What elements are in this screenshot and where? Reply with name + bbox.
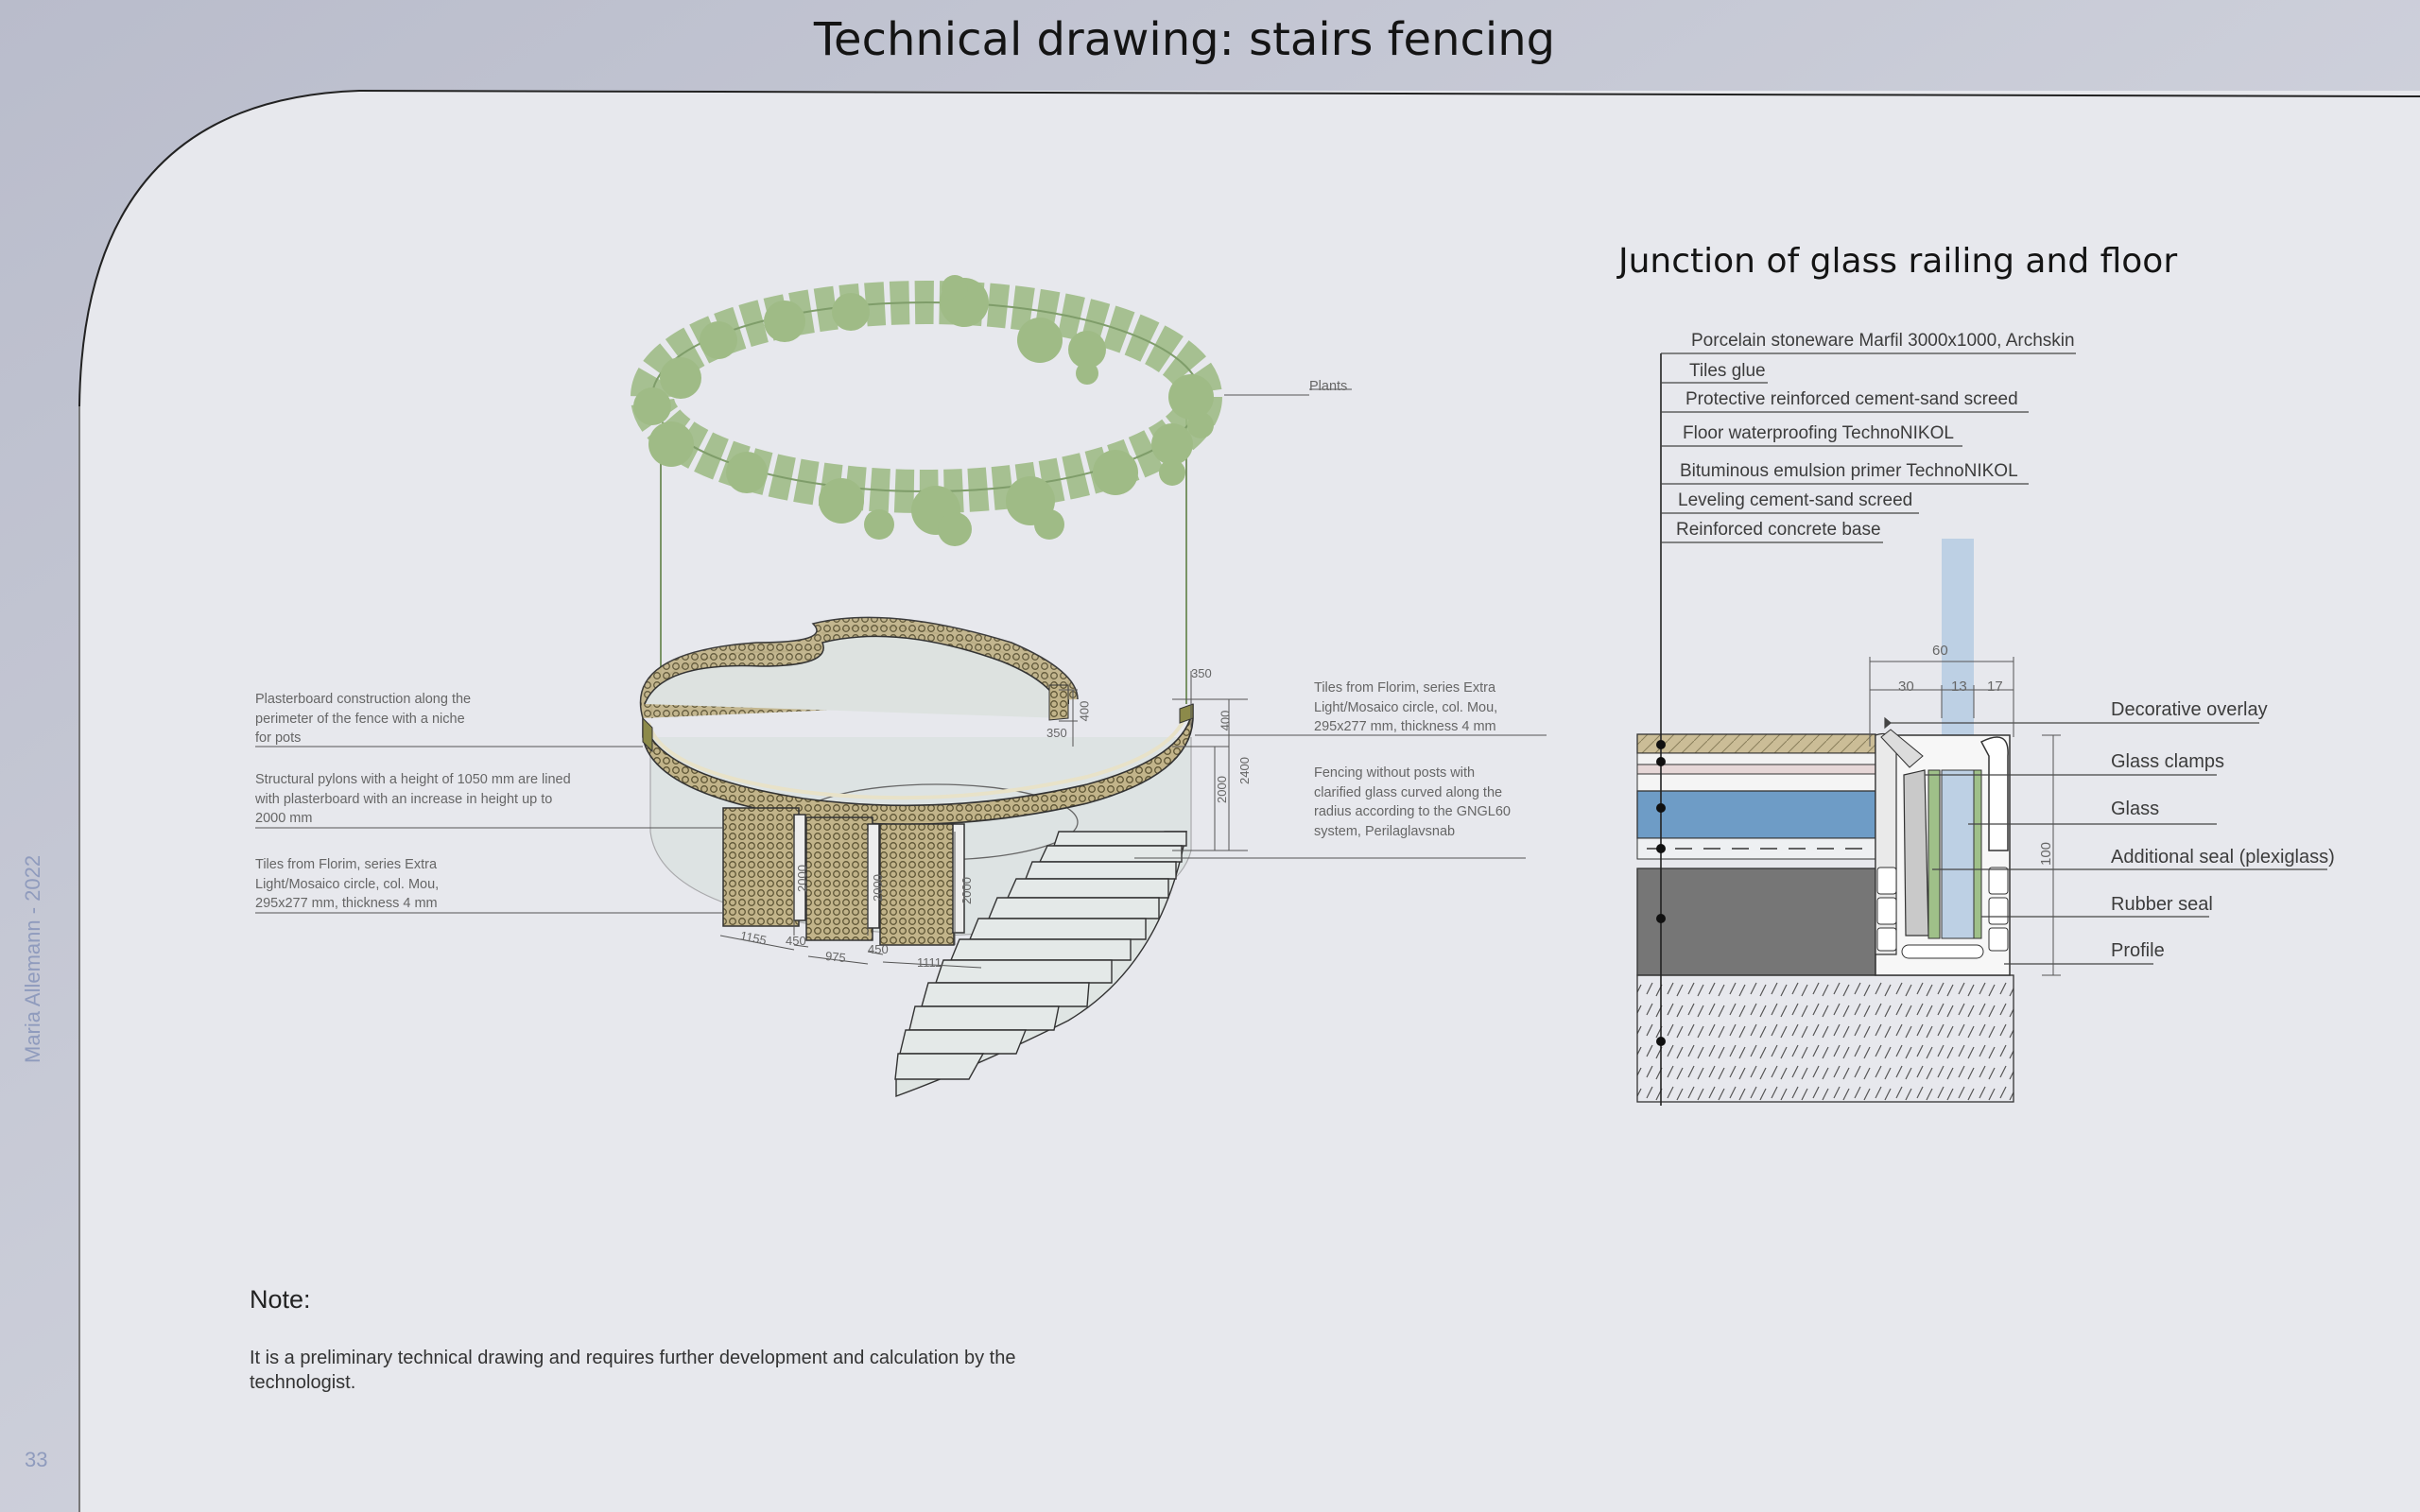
- dim-base-450a: 450: [786, 934, 806, 948]
- author-credit: Maria Allemann - 2022: [21, 854, 44, 1063]
- plants-ring: [631, 275, 1222, 546]
- page-number: 33: [25, 1448, 48, 1471]
- component-label-additional-seal: Additional seal (plexiglass): [2111, 847, 2335, 868]
- dim-junction-100: 100: [2038, 841, 2055, 867]
- page-title: Technical drawing: stairs fencing: [813, 13, 1556, 66]
- label-plasterboard: Plasterboard construction along the peri…: [255, 692, 472, 746]
- layer-label-protective-screed: Protective reinforced cement-sand screed: [1685, 389, 2018, 409]
- dim-2400-right: 2400: [1236, 757, 1252, 784]
- dim-base-1111: 1111: [917, 955, 942, 970]
- label-pylons: Structural pylons with a height of 1050 …: [255, 772, 571, 826]
- label-plants: Plants: [1309, 379, 1348, 394]
- dim-junction-13: 13: [1951, 679, 1967, 695]
- dim-base-975: 975: [824, 948, 847, 966]
- dim-400-inner: 400: [1077, 700, 1092, 722]
- dim-2000-right: 2000: [1214, 776, 1229, 803]
- dim-pylon-3: 2000: [959, 877, 974, 904]
- dim-pylon-2: 2000: [870, 874, 885, 902]
- note-text: It is a preliminary technical drawing an…: [250, 1348, 1016, 1393]
- dim-350-inner: 350: [1046, 726, 1067, 740]
- component-label-decorative-overlay: Decorative overlay: [2111, 699, 2268, 720]
- layer-label-tiles-glue: Tiles glue: [1689, 361, 1766, 381]
- component-label-glass: Glass: [2111, 799, 2160, 819]
- pylons: [722, 807, 965, 946]
- junction-title: Junction of glass railing and floor: [1618, 242, 2178, 281]
- dim-junction-60: 60: [1932, 643, 1948, 659]
- component-label-profile: Profile: [2111, 940, 2165, 961]
- layer-label-waterproofing: Floor waterproofing TechnoNIKOL: [1683, 423, 1954, 443]
- stairs-fencing-drawing: [255, 275, 1547, 1098]
- layer-label-bituminous-primer: Bituminous emulsion primer TechnoNIKOL: [1680, 461, 2018, 481]
- note-heading: Note:: [250, 1285, 311, 1314]
- junction-section-drawing: [1636, 352, 2327, 1106]
- dim-base-450b: 450: [868, 942, 889, 956]
- dim-400-right: 400: [1218, 710, 1233, 731]
- label-tiles-right: Tiles from Florim, series Extra Light/Mo…: [1314, 680, 1498, 734]
- dim-pylon-1: 2000: [794, 865, 809, 892]
- dim-junction-30: 30: [1898, 679, 1914, 695]
- label-fencing: Fencing without posts with clarified gla…: [1314, 765, 1511, 839]
- layer-label-concrete-base: Reinforced concrete base: [1676, 520, 1881, 540]
- dim-junction-17: 17: [1987, 679, 2003, 695]
- stairs: [894, 831, 1187, 1098]
- component-label-rubber-seal: Rubber seal: [2111, 894, 2213, 915]
- layer-label-leveling-screed: Leveling cement-sand screed: [1678, 490, 1913, 510]
- label-tiles-left: Tiles from Florim, series Extra Light/Mo…: [255, 857, 440, 911]
- layer-label-porcelain: Porcelain stoneware Marfil 3000x1000, Ar…: [1691, 331, 2075, 351]
- component-label-glass-clamps: Glass clamps: [2111, 751, 2225, 772]
- dim-350-top: 350: [1191, 666, 1212, 680]
